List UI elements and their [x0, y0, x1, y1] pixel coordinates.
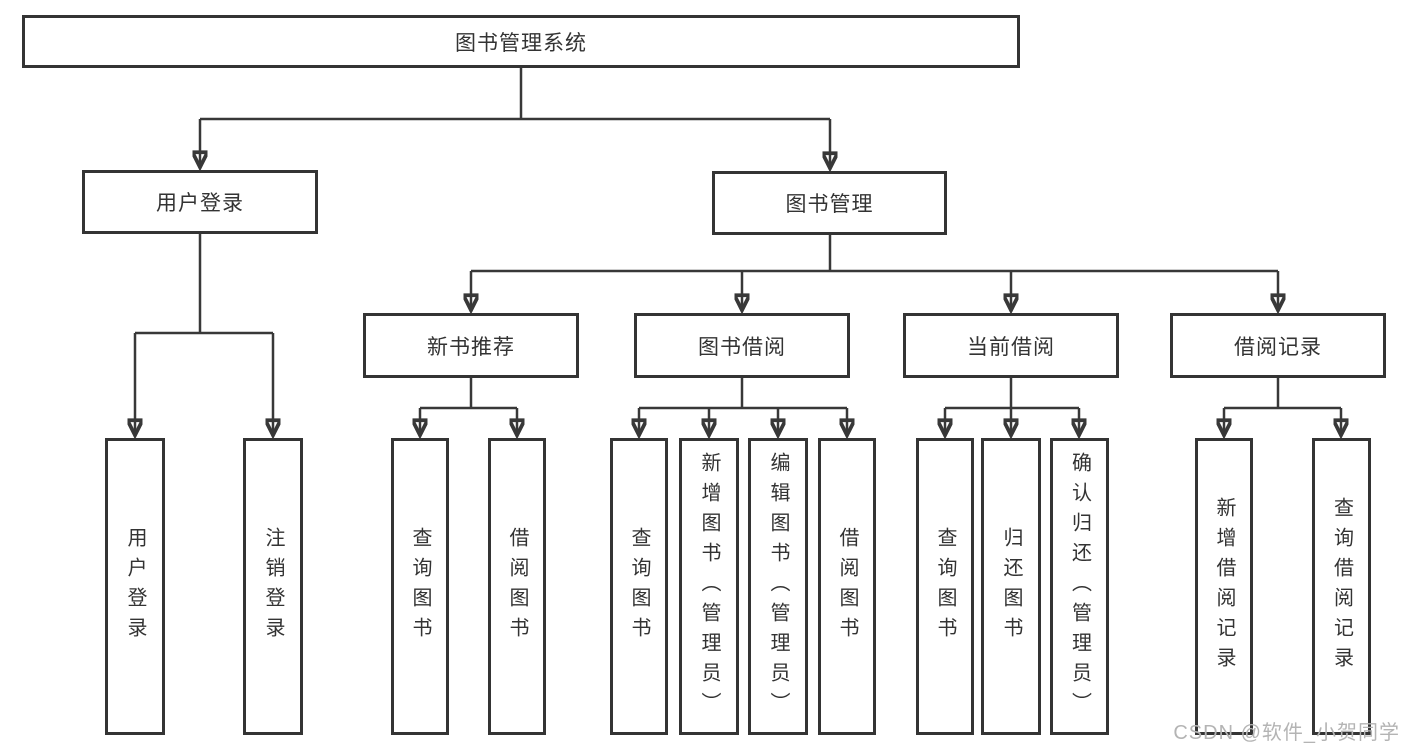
node-leaf-return-books: 归还图书	[981, 438, 1041, 735]
node-leaf-query-borrow-record: 查询借阅记录	[1312, 438, 1371, 735]
node-leaf-query-books-borrow: 查询图书	[610, 438, 668, 735]
node-label: 查询图书	[409, 526, 431, 647]
node-leaf-borrow-books-recommend: 借阅图书	[488, 438, 546, 735]
node-label: 查询借阅记录	[1330, 496, 1353, 677]
node-label: 图书借阅	[698, 335, 786, 359]
node-leaf-logout: 注销登录	[243, 438, 303, 735]
node-label: 新增借阅记录	[1213, 496, 1235, 677]
node-label: 用户登录	[124, 526, 146, 647]
node-label: 查询图书	[934, 526, 956, 647]
node-user-login: 用户登录	[82, 170, 318, 234]
node-borrowing-records: 借阅记录	[1170, 313, 1386, 378]
node-book-borrowing: 图书借阅	[634, 313, 850, 378]
node-label: 借阅图书	[506, 526, 528, 647]
node-leaf-confirm-return-admin: 确认归还（管理员）	[1050, 438, 1109, 735]
node-label: 编辑图书（管理员）	[767, 451, 789, 722]
node-leaf-add-borrow-record: 新增借阅记录	[1195, 438, 1253, 735]
node-leaf-query-books-recommend: 查询图书	[391, 438, 449, 735]
node-label: 图书管理系统	[455, 31, 587, 55]
node-library-management-system: 图书管理系统	[22, 15, 1020, 68]
node-current-borrowing: 当前借阅	[903, 313, 1119, 378]
node-leaf-user-login: 用户登录	[105, 438, 165, 735]
node-new-book-recommendation: 新书推荐	[363, 313, 579, 378]
node-label: 借阅图书	[836, 526, 858, 647]
watermark: CSDN @软件_小贺同学	[1173, 722, 1400, 744]
node-label: 新增图书（管理员）	[698, 451, 720, 722]
node-leaf-add-book-admin: 新增图书（管理员）	[679, 438, 739, 735]
node-leaf-borrow-books: 借阅图书	[818, 438, 876, 735]
node-leaf-query-books-current: 查询图书	[916, 438, 974, 735]
node-label: 新书推荐	[427, 335, 515, 359]
node-label: 注销登录	[262, 526, 284, 647]
node-label: 图书管理	[785, 193, 874, 216]
node-label: 用户登录	[156, 192, 244, 215]
node-label: 归还图书	[1000, 526, 1022, 647]
node-label: 借阅记录	[1234, 335, 1322, 359]
node-label: 确认归还（管理员）	[1068, 451, 1091, 722]
node-label: 当前借阅	[967, 335, 1055, 359]
node-label: 查询图书	[628, 526, 650, 647]
node-leaf-edit-book-admin: 编辑图书（管理员）	[748, 438, 808, 735]
node-book-management: 图书管理	[712, 171, 947, 235]
